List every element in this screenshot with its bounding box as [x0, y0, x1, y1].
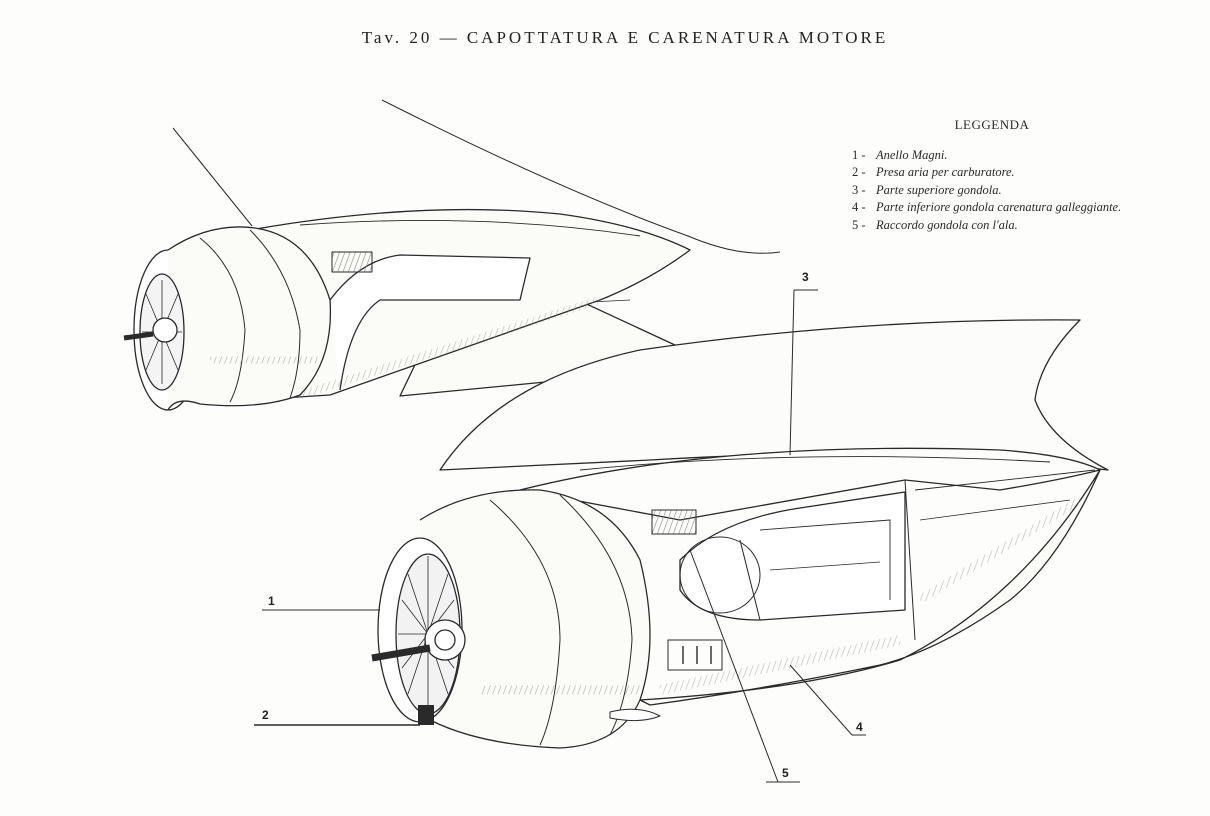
- legend-item: 4 - Parte inferiore gondola carenatura g…: [852, 199, 1132, 217]
- legend-item: 1 - Anello Magni.: [852, 147, 1132, 165]
- rear-nacelle: [249, 208, 691, 401]
- callout-2: 2: [262, 708, 269, 722]
- legend-item-number: 1 -: [852, 147, 866, 162]
- legend-item: 5 - Raccordo gondola con l'ala.: [852, 217, 1132, 235]
- legend-item-number: 3 -: [852, 182, 866, 197]
- legend-item-text: Anello Magni.: [876, 147, 948, 162]
- front-nacelle-lower: [639, 469, 1101, 706]
- legend-item-number: 2 -: [852, 165, 866, 179]
- callout-5: 5: [782, 766, 789, 780]
- carburetor-air-intake: [418, 705, 434, 725]
- legend-item: 3 - Parte superiore gondola.: [852, 182, 1132, 200]
- legend-item-text: Raccordo gondola con l'ala.: [876, 217, 1018, 232]
- callout-leaders: [254, 289, 866, 783]
- legend-title: LEGGENDA: [954, 117, 1030, 132]
- callout-3: 3: [802, 270, 809, 284]
- legend-item-text: Parte inferiore gondola carenatura galle…: [876, 200, 1122, 214]
- front-engine-cowling: [371, 489, 661, 749]
- front-nacelle-upper: [519, 447, 1101, 521]
- rear-engine-cowling: [123, 226, 332, 411]
- callout-4: 4: [856, 720, 863, 734]
- callout-1: 1: [268, 594, 275, 608]
- legend-item-number: 4 -: [852, 200, 866, 214]
- plate-title: Tav. 20 — CAPOTTATURA E CARENATURA MOTOR…: [361, 28, 889, 47]
- legend-item-text: Presa aria per carburatore.: [876, 165, 1015, 179]
- legend-item-text: Parte superiore gondola.: [876, 182, 1002, 197]
- legend-item: 2 - Presa aria per carburatore.: [852, 164, 1132, 182]
- legend: LEGGENDA 1 - Anello Magni. 2 - Presa ari…: [852, 116, 1132, 234]
- wing-nacelle-joint: [651, 491, 906, 671]
- legend-item-number: 5 -: [852, 217, 866, 232]
